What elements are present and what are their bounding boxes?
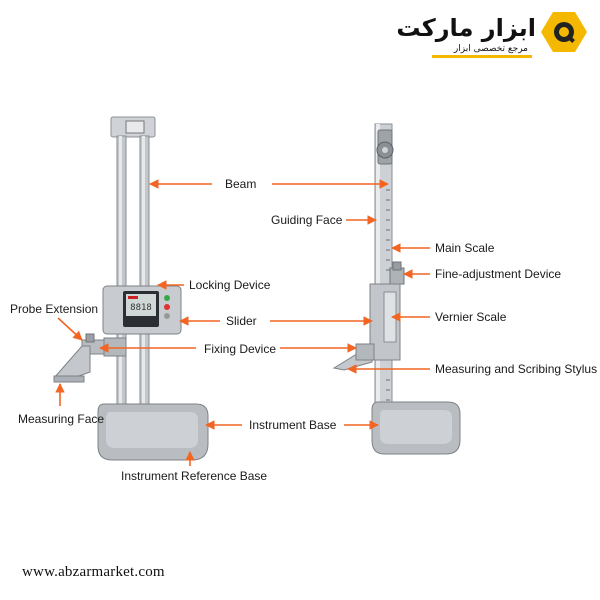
label-beam: Beam <box>225 177 257 191</box>
footer-url[interactable]: www.abzarmarket.com <box>22 564 165 580</box>
label-vernier-scale: Vernier Scale <box>435 310 507 324</box>
label-guiding-face: Guiding Face <box>271 213 343 227</box>
svg-text:8818: 8818 <box>130 303 152 313</box>
logo-underline <box>432 55 532 58</box>
label-main-scale: Main Scale <box>435 241 495 255</box>
probe-extension-arrow <box>57 317 83 341</box>
label-probe-extension: Probe Extension <box>10 302 99 316</box>
left-height-gauge: 8818 <box>53 116 209 461</box>
brand-tagline: مرجع تخصصی ابزار <box>453 44 528 54</box>
label-measuring-scribing-stylus: Measuring and Scribing Stylus <box>435 362 598 376</box>
label-slider: Slider <box>226 314 257 328</box>
label-fixing-device: Fixing Device <box>204 342 277 356</box>
brand-name: ابزار مارکت <box>396 14 536 42</box>
right-height-gauge <box>332 123 461 455</box>
label-instrument-base: Instrument Base <box>249 418 337 432</box>
label-fine-adjustment-device: Fine-adjustment Device <box>435 267 562 281</box>
logo-badge-icon <box>541 12 587 52</box>
label-locking-device: Locking Device <box>189 278 271 292</box>
label-instrument-reference-base: Instrument Reference Base <box>121 469 268 483</box>
label-measuring-face: Measuring Face <box>18 412 105 426</box>
